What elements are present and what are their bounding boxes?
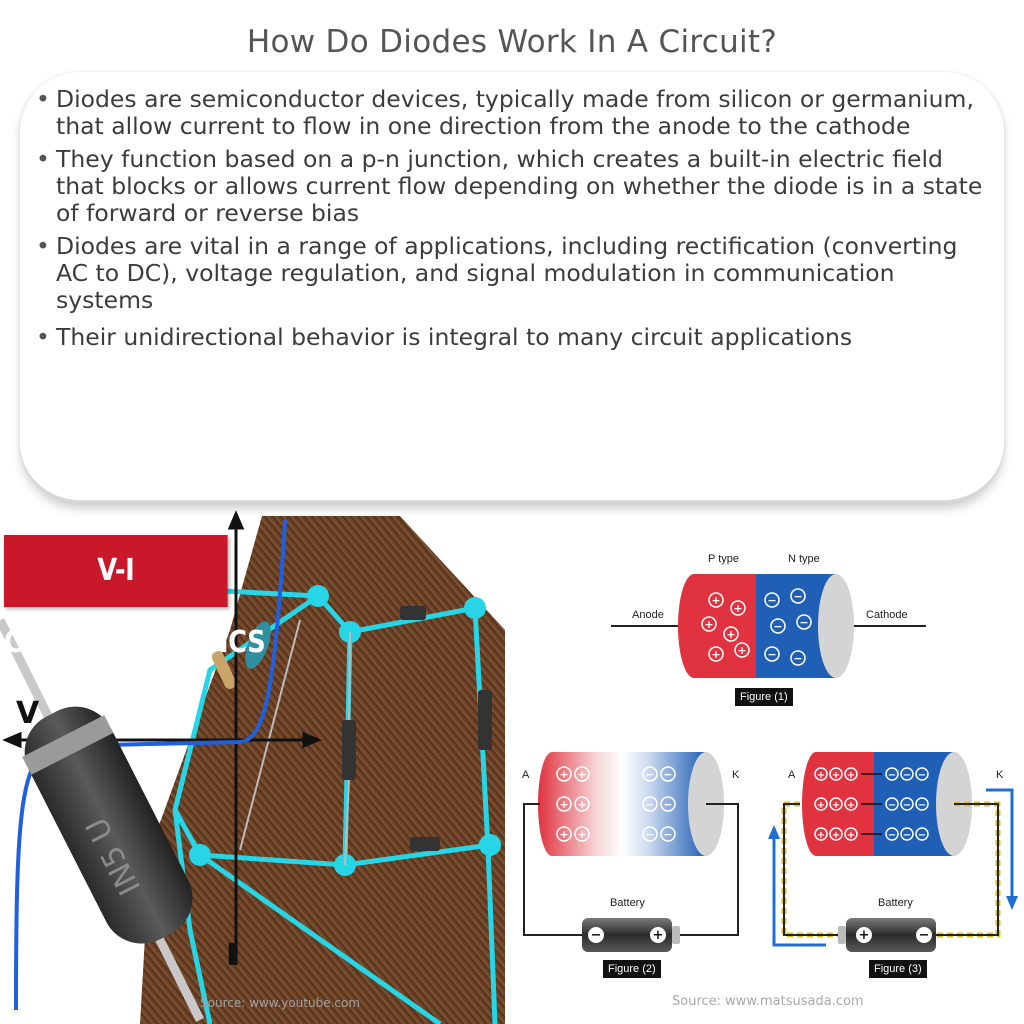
board-diodes bbox=[342, 606, 492, 851]
svg-text:−: − bbox=[663, 798, 672, 811]
figure-1: +++ +++ −−− −−− P type N type Anode Cath… bbox=[611, 553, 926, 678]
svg-text:−: − bbox=[645, 798, 654, 811]
svg-text:−: − bbox=[903, 830, 911, 841]
svg-text:−: − bbox=[918, 800, 926, 811]
svg-text:+: + bbox=[859, 928, 870, 943]
capacitor bbox=[245, 621, 271, 669]
svg-text:+: + bbox=[817, 770, 825, 781]
bullet-list: Diodes are semiconductor devices, typica… bbox=[36, 86, 996, 357]
svg-text:+: + bbox=[711, 648, 720, 661]
svg-text:+: + bbox=[704, 618, 713, 631]
figure-3-caption: Figure (3) bbox=[869, 960, 927, 978]
source-left: Source: www.youtube.com bbox=[200, 996, 361, 1010]
svg-text:+: + bbox=[559, 828, 568, 841]
axis-label-i: I bbox=[226, 938, 238, 973]
svg-text:−: − bbox=[663, 828, 672, 841]
wood-board bbox=[140, 516, 505, 1024]
svg-text:−: − bbox=[591, 928, 602, 943]
svg-text:+: + bbox=[817, 800, 825, 811]
svg-text:+: + bbox=[832, 830, 840, 841]
resistor bbox=[211, 650, 237, 690]
svg-text:+: + bbox=[832, 770, 840, 781]
fig2-label-a: A bbox=[522, 769, 530, 781]
svg-text:+: + bbox=[847, 830, 855, 841]
svg-text:−: − bbox=[903, 770, 911, 781]
svg-text:+: + bbox=[832, 800, 840, 811]
svg-text:+: + bbox=[733, 602, 742, 615]
label-p-type: P type bbox=[708, 553, 739, 565]
page-title: How Do Diodes Work In A Circuit? bbox=[246, 24, 778, 60]
svg-text:+: + bbox=[817, 830, 825, 841]
svg-text:−: − bbox=[793, 590, 802, 603]
label-n-type: N type bbox=[788, 553, 820, 565]
label-cathode: Cathode bbox=[866, 609, 908, 621]
component-leads bbox=[239, 619, 351, 866]
big-diode: IN5 U bbox=[22, 706, 193, 944]
svg-text:−: − bbox=[645, 828, 654, 841]
svg-text:+: + bbox=[711, 594, 720, 607]
figure-3: +++ +++ +++ −−− −−− −−− + − A K Battery bbox=[768, 752, 1018, 952]
svg-text:+: + bbox=[559, 768, 568, 781]
svg-text:−: − bbox=[918, 830, 926, 841]
svg-text:−: − bbox=[773, 620, 782, 633]
fig3-label-k: K bbox=[996, 769, 1004, 781]
svg-text:−: − bbox=[793, 652, 802, 665]
svg-text:+: + bbox=[577, 828, 586, 841]
bullet-item: Diodes are semiconductor devices, typica… bbox=[36, 86, 996, 140]
source-right: Source: www.matsusada.com bbox=[672, 994, 864, 1009]
svg-text:−: − bbox=[767, 594, 776, 607]
svg-text:+: + bbox=[737, 644, 746, 657]
svg-text:−: − bbox=[888, 800, 896, 811]
svg-text:−: − bbox=[919, 928, 930, 943]
svg-text:+: + bbox=[653, 928, 664, 943]
diode-figures: +++ +++ −−− −−− P type N type Anode Cath… bbox=[522, 553, 1018, 952]
svg-text:−: − bbox=[767, 648, 776, 661]
svg-text:+: + bbox=[726, 628, 735, 641]
label-anode: Anode bbox=[632, 609, 664, 621]
svg-text:−: − bbox=[888, 830, 896, 841]
svg-text:+: + bbox=[559, 798, 568, 811]
svg-text:−: − bbox=[799, 616, 808, 629]
vi-illustration: IN5 U bbox=[0, 510, 505, 1024]
svg-text:−: − bbox=[663, 768, 672, 781]
vi-characteristics-image: IN5 U bbox=[0, 510, 510, 1024]
svg-text:−: − bbox=[888, 770, 896, 781]
fig3-label-a: A bbox=[788, 769, 796, 781]
circuit-nodes bbox=[189, 585, 501, 876]
svg-text:+: + bbox=[847, 800, 855, 811]
fig2-label-k: K bbox=[732, 769, 740, 781]
svg-text:+: + bbox=[577, 798, 586, 811]
axis-label-v: V bbox=[16, 696, 40, 731]
figure-1-caption: Figure (1) bbox=[735, 688, 793, 706]
svg-text:+: + bbox=[577, 768, 586, 781]
bullet-item: Their unidirectional behavior is integra… bbox=[36, 324, 996, 352]
vi-banner: V-I CHARACTERISTICS bbox=[4, 535, 266, 660]
svg-text:−: − bbox=[645, 768, 654, 781]
svg-text:+: + bbox=[847, 770, 855, 781]
figure-2: +++ +++ −−− −−− − + A K Battery bbox=[522, 752, 740, 952]
bullet-item: They function based on a p-n junction, w… bbox=[36, 146, 996, 227]
figure-2-caption: Figure (2) bbox=[603, 960, 661, 978]
bullet-item: Diodes are vital in a range of applicati… bbox=[36, 233, 996, 314]
svg-text:−: − bbox=[918, 770, 926, 781]
fig2-battery-label: Battery bbox=[610, 897, 645, 909]
fig3-battery-label: Battery bbox=[878, 897, 913, 909]
svg-text:−: − bbox=[903, 800, 911, 811]
